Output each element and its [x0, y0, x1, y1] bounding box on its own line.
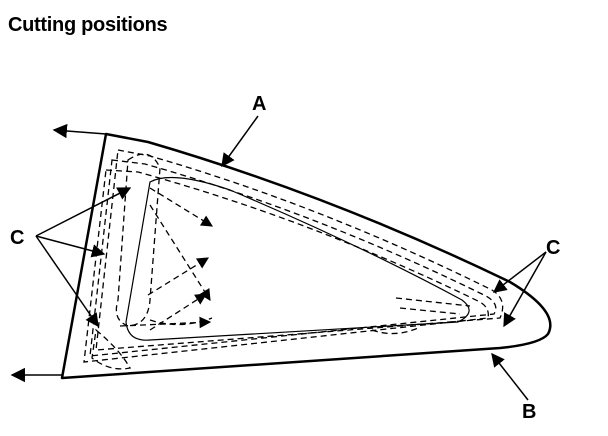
- label-b: B: [522, 401, 536, 423]
- label-c-left: C: [10, 227, 24, 249]
- inner-opening-outline: [125, 176, 470, 341]
- dashed-interior-arrows: [119, 187, 213, 331]
- pull-arrows: [10, 123, 107, 383]
- label-a: A: [252, 93, 266, 115]
- label-c-right: C: [546, 237, 560, 259]
- glass-outline: [60, 132, 552, 380]
- label-leader-lines: [35, 115, 547, 401]
- dashed-cutting-paths: [83, 149, 504, 370]
- page-title: Cutting positions: [8, 14, 168, 36]
